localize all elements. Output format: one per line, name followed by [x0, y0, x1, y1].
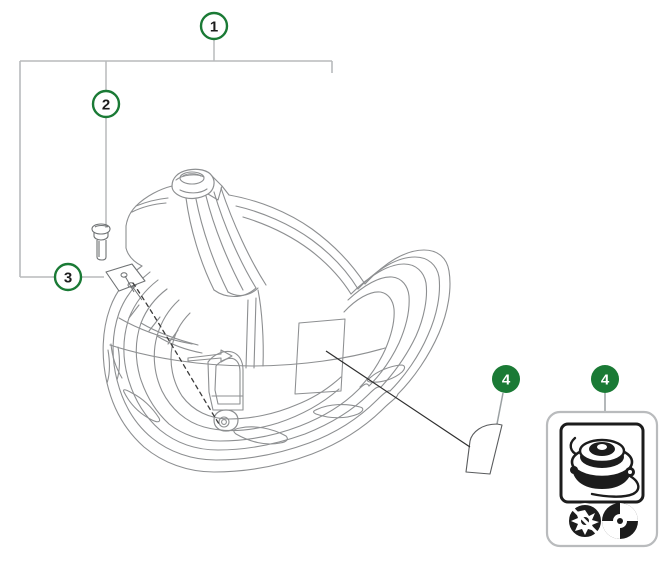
callout-4-decal[interactable]: 4 [492, 365, 520, 393]
assembly-bracket [19, 60, 333, 278]
callout-1[interactable]: 1 [199, 11, 229, 41]
callout-bubbles: 1 2 3 4 4 [53, 11, 619, 393]
prohibited-saw-blade-icon [567, 503, 603, 539]
prohibited-circular-disc-icon [602, 503, 638, 539]
assembly-dashed-line [132, 282, 220, 425]
warning-decal [465, 423, 503, 475]
callout-4-decal-label: 4 [502, 372, 511, 389]
callout-4-inset[interactable]: 4 [591, 365, 619, 393]
trimmer-head-spool-icon [569, 436, 640, 498]
callout-2-label: 2 [102, 97, 110, 114]
trimmer-guard-housing [102, 168, 451, 473]
callout-1-label: 1 [210, 19, 218, 36]
leader-callout-4-decal [496, 392, 504, 425]
callout-3-label: 3 [64, 270, 72, 287]
callout-leader-lines [82, 40, 215, 278]
callout-2[interactable]: 2 [91, 89, 121, 119]
callout-4-inset-label: 4 [601, 372, 610, 389]
decal-leader-line [325, 350, 471, 448]
mounting-screw [91, 223, 111, 261]
callout-leader-lines-green [496, 392, 606, 425]
decal-artwork-inset [545, 410, 659, 548]
direction-arrow-glyph [187, 349, 233, 363]
callout-3[interactable]: 3 [53, 262, 83, 292]
